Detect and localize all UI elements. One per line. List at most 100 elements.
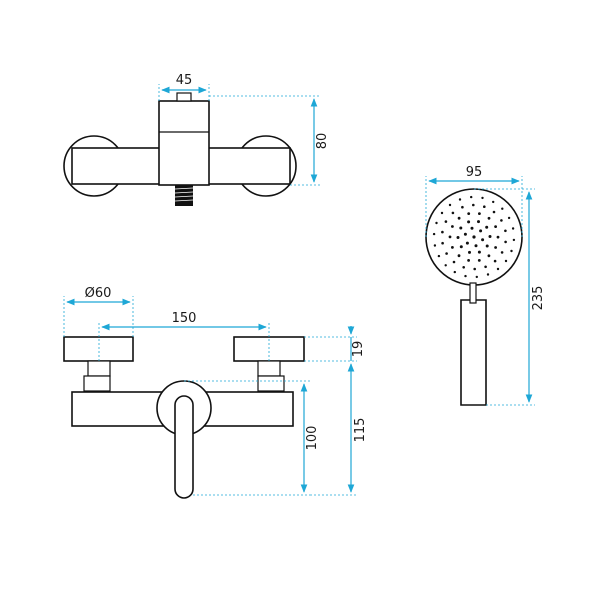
spray-nozzle [441, 230, 444, 234]
spray-nozzle [486, 273, 490, 276]
spray-nozzle [504, 229, 507, 233]
dim-label-235: 235 [531, 286, 546, 311]
spray-nozzles [432, 195, 516, 279]
spray-nozzle [488, 235, 492, 238]
dimension-diameter: Ø60 [63, 286, 134, 337]
dim-label-150: 150 [172, 311, 197, 326]
spray-nozzle [475, 275, 478, 279]
spray-nozzle [456, 236, 460, 239]
spray-nozzle [512, 238, 516, 242]
spray-nozzle [448, 235, 452, 239]
spray-nozzle [496, 235, 500, 239]
spray-nozzle [433, 244, 437, 247]
spray-nozzle [463, 232, 467, 236]
hand-shower-handle [460, 299, 487, 406]
spray-nozzle [504, 259, 508, 263]
spray-nozzle [440, 211, 444, 215]
cartridge-housing [158, 100, 210, 186]
dimension-handshower-length: 235 [474, 188, 546, 406]
spray-nozzle [481, 238, 485, 242]
dimension-spacing: 150 [98, 311, 270, 361]
dim-label-115: 115 [353, 418, 368, 443]
spray-nozzle [451, 225, 454, 228]
spray-nozzle [507, 216, 511, 220]
spray-nozzle [494, 246, 497, 249]
spray-nozzle [453, 270, 456, 274]
spray-nozzle [470, 226, 474, 230]
thread-lines [174, 187, 194, 202]
spray-nozzle [468, 250, 471, 254]
spray-nozzle [441, 241, 444, 245]
spray-nozzle [477, 250, 481, 254]
spray-nozzle [474, 244, 478, 248]
mixer-top-view [63, 92, 297, 206]
spray-nozzle [444, 220, 448, 223]
spray-nozzle [445, 252, 448, 255]
spray-nozzle [477, 259, 481, 262]
dim-label-100: 100 [305, 426, 320, 451]
spray-nozzle [483, 205, 486, 208]
spray-nozzle [487, 216, 491, 220]
spray-nozzle [472, 203, 475, 207]
left-flange-front [63, 336, 134, 362]
spray-nozzle [485, 225, 489, 229]
left-eccentric [83, 375, 111, 392]
spray-nozzle [451, 211, 455, 215]
spray-nozzle [487, 254, 491, 258]
spray-nozzle [494, 225, 497, 229]
spray-nozzle [459, 245, 463, 249]
spray-nozzle [470, 195, 473, 199]
dimension-body-height: 100 [184, 380, 320, 496]
spray-nozzle [464, 274, 467, 278]
spray-nozzle [467, 259, 470, 262]
spray-nozzle [452, 260, 456, 264]
dim-label-95: 95 [466, 165, 483, 180]
spray-nozzle [478, 212, 481, 216]
spray-nozzle [467, 212, 471, 216]
right-connector-nut [257, 360, 281, 377]
spray-nozzle [477, 220, 480, 224]
dimension-top-height: 80 [209, 95, 330, 186]
spray-nozzle [496, 267, 500, 271]
spray-nozzle [511, 227, 515, 230]
spray-nozzle [472, 235, 476, 239]
spray-nozzle [435, 221, 438, 225]
lever-stub [176, 92, 192, 102]
spray-nozzle [444, 264, 447, 267]
spray-nozzle [492, 200, 495, 204]
dim-label-80: 80 [315, 133, 330, 150]
spray-nozzle [458, 198, 462, 201]
dimension-top-body-width: 45 [158, 73, 210, 101]
dim-label-45: 45 [176, 73, 193, 88]
spray-nozzle [473, 267, 477, 271]
dimension-total-height: 115 [310, 363, 368, 496]
spray-nozzle [510, 249, 513, 253]
right-eccentric [257, 375, 285, 392]
spray-nozzle [459, 226, 463, 230]
hand-shower [425, 188, 523, 406]
spray-nozzle [492, 210, 496, 214]
spray-nozzle [462, 266, 466, 269]
spray-nozzle [467, 220, 471, 224]
left-connector-nut [87, 360, 111, 377]
spray-nozzle [485, 244, 489, 248]
spray-nozzle [457, 216, 461, 220]
spray-nozzle [481, 196, 484, 200]
spray-nozzle [500, 219, 503, 222]
spray-nozzle [504, 240, 507, 244]
dimension-flange-height: 19 [304, 326, 366, 362]
mixer-front-view [63, 336, 305, 499]
spray-nozzle [465, 241, 469, 245]
spray-nozzle [448, 203, 452, 207]
shower-neck [469, 282, 477, 304]
spray-nozzle [501, 207, 504, 210]
spray-nozzle [437, 254, 441, 258]
spray-nozzle [500, 251, 504, 254]
dim-label-diameter: Ø60 [85, 286, 112, 301]
lever-handle [174, 395, 194, 499]
spray-nozzle [479, 229, 483, 233]
spray-nozzle [461, 205, 464, 209]
dimension-handshower-width: 95 [425, 165, 523, 237]
spray-nozzle [432, 232, 436, 236]
